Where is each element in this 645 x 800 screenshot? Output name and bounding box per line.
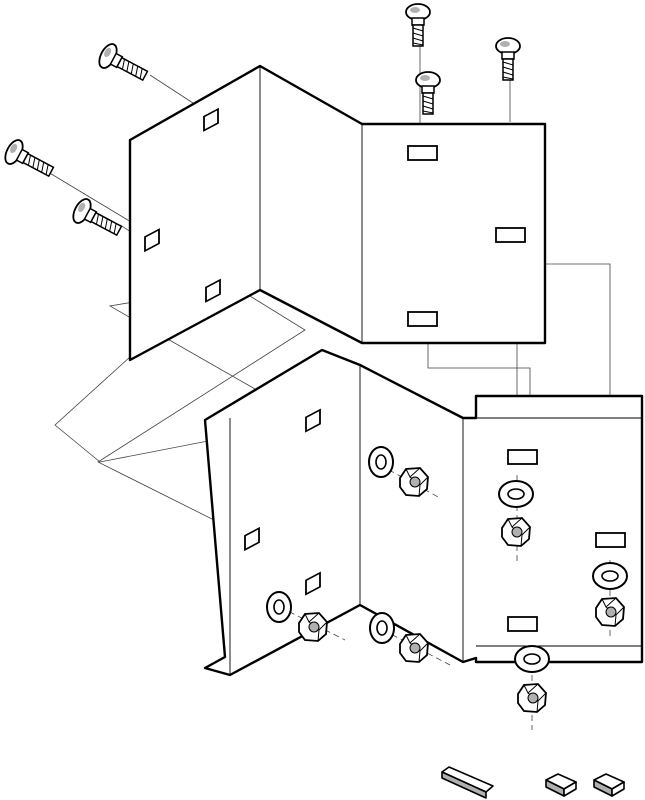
carriage-bolt-icon: [94, 40, 153, 89]
flat-washer-icon: [498, 480, 534, 508]
slot: [407, 311, 438, 327]
hex-nut-icon: [517, 683, 547, 713]
slot: [495, 227, 526, 243]
flat-washer-icon: [369, 612, 395, 644]
spring-clip-icon: [593, 773, 625, 797]
slot: [205, 278, 221, 303]
hex-nut-icon: [399, 633, 429, 663]
slot: [407, 145, 438, 161]
lower-bracket: [203, 348, 644, 677]
carriage-bolt-icon: [68, 195, 127, 244]
spring-clip-icon: [545, 773, 577, 797]
slot: [507, 616, 538, 632]
slot: [507, 449, 538, 465]
flat-washer-icon: [592, 562, 628, 590]
hex-nut-icon: [501, 517, 531, 547]
slot: [305, 571, 321, 596]
hex-nut-icon: [595, 597, 625, 627]
carriage-bolt-icon: [405, 3, 431, 47]
slot: [595, 532, 626, 548]
carriage-bolt-icon: [495, 37, 521, 81]
hex-nut-icon: [399, 467, 429, 497]
flat-washer-icon: [368, 446, 394, 478]
upper-bracket: [128, 64, 547, 362]
flat-washer-icon: [266, 591, 292, 623]
flat-washer-icon: [514, 645, 550, 673]
slot: [203, 107, 219, 132]
connector-bar-icon: [441, 766, 494, 799]
hex-nut-icon: [298, 612, 328, 642]
slot: [244, 526, 260, 552]
slot: [305, 408, 321, 433]
slot: [144, 228, 160, 253]
carriage-bolt-icon: [0, 136, 59, 185]
